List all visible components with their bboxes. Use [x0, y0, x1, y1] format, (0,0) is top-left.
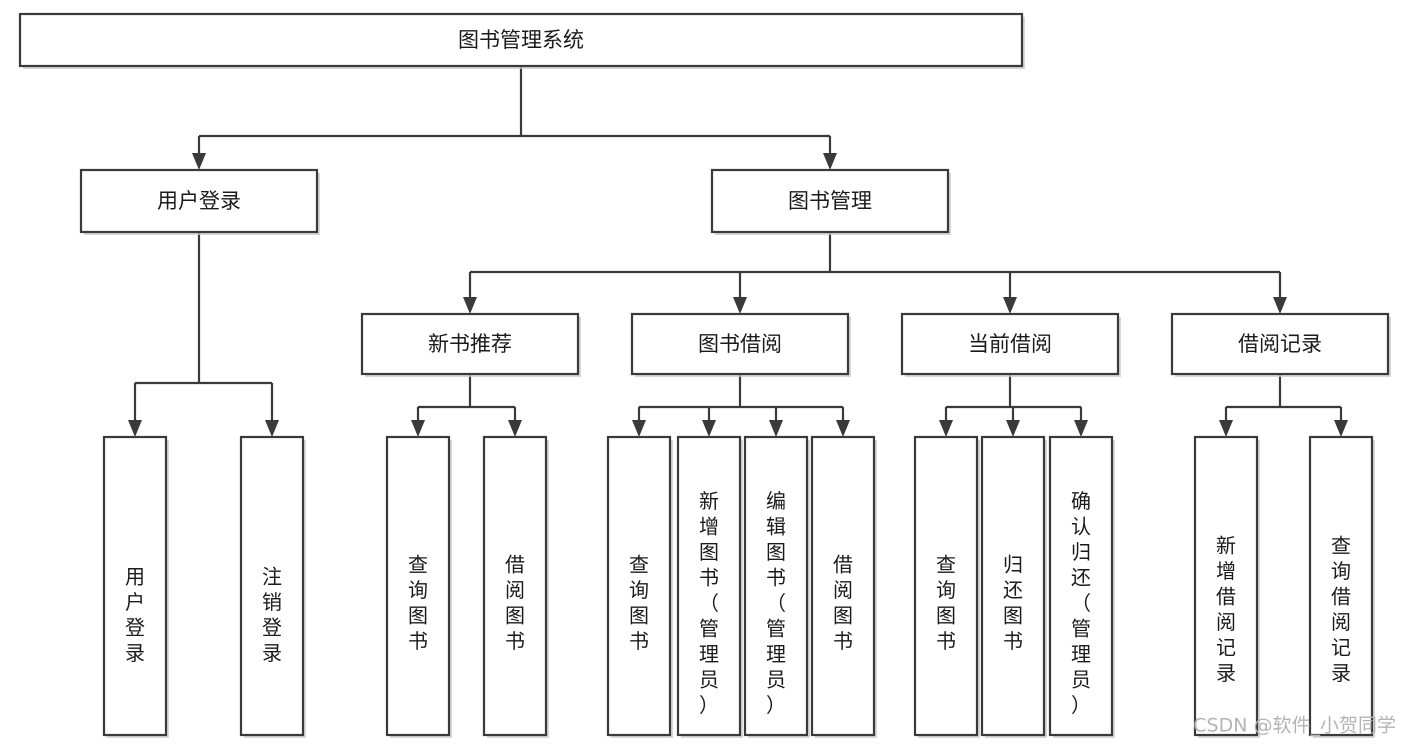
- node-label: 图书管理: [788, 189, 872, 213]
- arrow-head-icon: [1074, 420, 1088, 437]
- connector-group-user-login-to-leaves: [133, 232, 274, 421]
- node-current-borrow[interactable]: 当前借阅: [900, 312, 1121, 377]
- node-rect[interactable]: [1193, 435, 1259, 737]
- arrow-head-icon: [128, 420, 142, 437]
- arrow-head-icon: [702, 420, 716, 437]
- node-label: 确认归还（管理员）: [1071, 489, 1091, 717]
- node-leaf-query-book-current[interactable]: 查询图书: [913, 435, 980, 738]
- node-leaf-borrow-book[interactable]: 借阅图书: [810, 435, 877, 738]
- node-rect[interactable]: [710, 168, 950, 234]
- node-label: 新书推荐: [428, 332, 512, 356]
- node-label: 归还图书: [1003, 553, 1023, 654]
- node-label: 新增图书（管理员）: [699, 489, 719, 717]
- connector-group-borrow-records-to-leaves: [1224, 374, 1343, 421]
- node-leaf-query-borrow-record[interactable]: 查询借阅记录: [1308, 435, 1375, 738]
- node-label: 借阅记录: [1238, 332, 1322, 356]
- node-rect[interactable]: [18, 12, 1024, 68]
- node-leaf-borrow-book-recommend[interactable]: 借阅图书: [482, 435, 549, 738]
- node-book-management[interactable]: 图书管理: [710, 168, 951, 235]
- node-label: 用户登录: [157, 189, 241, 213]
- arrow-head-icon: [463, 297, 477, 314]
- arrow-head-icon: [632, 420, 646, 437]
- arrow-head-icon: [411, 420, 425, 437]
- connector-group-book-management-to-level3: [468, 232, 1282, 298]
- node-rect[interactable]: [79, 168, 319, 234]
- node-leaf-logout[interactable]: 注销登录: [239, 435, 306, 738]
- node-leaf-add-borrow-record[interactable]: 新增借阅记录: [1193, 435, 1260, 738]
- watermark-label: CSDN @软件_小贺同学: [1193, 715, 1396, 737]
- connector-group-current-borrow-to-leaves: [944, 374, 1083, 421]
- node-rect[interactable]: [102, 435, 168, 737]
- node-rect[interactable]: [743, 435, 809, 737]
- node-label: 借阅图书: [505, 553, 525, 654]
- node-rect[interactable]: [1048, 435, 1114, 737]
- node-rect[interactable]: [239, 435, 305, 737]
- node-book-borrow[interactable]: 图书借阅: [630, 312, 851, 377]
- arrow-head-icon: [1003, 297, 1017, 314]
- node-leaf-add-book-admin[interactable]: 新增图书（管理员）: [676, 435, 743, 738]
- node-label: 查询借阅记录: [1331, 534, 1351, 686]
- node-leaf-query-book-recommend[interactable]: 查询图书: [385, 435, 452, 738]
- node-rect[interactable]: [810, 435, 876, 737]
- node-leaf-return-book[interactable]: 归还图书: [980, 435, 1047, 738]
- node-rect[interactable]: [606, 435, 672, 737]
- arrow-head-icon: [733, 297, 747, 314]
- connector-group-new-book-recommend-to-leaves: [416, 374, 517, 421]
- node-user-login[interactable]: 用户登录: [79, 168, 320, 235]
- arrow-head-icon: [823, 153, 837, 170]
- arrow-head-icon: [836, 420, 850, 437]
- node-layer: 图书管理系统用户登录图书管理新书推荐图书借阅当前借阅借阅记录用户登录注销登录查询…: [18, 12, 1391, 738]
- node-root[interactable]: 图书管理系统: [18, 12, 1025, 69]
- node-leaf-query-book-borrow[interactable]: 查询图书: [606, 435, 673, 738]
- arrow-head-icon: [939, 420, 953, 437]
- connector-layer: [128, 66, 1348, 437]
- node-label: 用户登录: [125, 565, 145, 666]
- node-label: 当前借阅: [968, 332, 1052, 356]
- node-label: 新增借阅记录: [1216, 534, 1236, 686]
- node-label: 图书管理系统: [458, 28, 584, 52]
- arrow-head-icon: [1273, 297, 1287, 314]
- arrow-head-icon: [1334, 420, 1348, 437]
- node-rect[interactable]: [385, 435, 451, 737]
- node-rect[interactable]: [913, 435, 979, 737]
- node-rect[interactable]: [900, 312, 1120, 376]
- node-label: 查询图书: [408, 553, 428, 654]
- node-label: 编辑图书（管理员）: [766, 489, 786, 717]
- node-leaf-confirm-return-admin[interactable]: 确认归还（管理员）: [1048, 435, 1115, 738]
- node-rect[interactable]: [1308, 435, 1374, 737]
- arrow-head-icon: [192, 153, 206, 170]
- connector-group-book-borrow-to-leaves: [637, 374, 845, 421]
- node-label: 查询图书: [629, 553, 649, 654]
- node-label: 查询图书: [936, 553, 956, 654]
- node-leaf-edit-book-admin[interactable]: 编辑图书（管理员）: [743, 435, 810, 738]
- node-label: 借阅图书: [833, 553, 853, 654]
- arrow-head-icon: [1006, 420, 1020, 437]
- node-rect[interactable]: [630, 312, 850, 376]
- node-rect[interactable]: [482, 435, 548, 737]
- arrow-head-icon: [769, 420, 783, 437]
- node-borrow-records[interactable]: 借阅记录: [1170, 312, 1391, 377]
- node-rect[interactable]: [1170, 312, 1390, 376]
- node-label: 注销登录: [262, 565, 282, 666]
- node-rect[interactable]: [360, 312, 580, 376]
- node-rect[interactable]: [676, 435, 742, 737]
- arrow-head-icon: [265, 420, 279, 437]
- arrow-head-icon: [508, 420, 522, 437]
- connector-group-root-to-level2: [197, 66, 832, 154]
- node-rect[interactable]: [980, 435, 1046, 737]
- node-label: 图书借阅: [698, 332, 782, 356]
- node-new-book-recommend[interactable]: 新书推荐: [360, 312, 581, 377]
- arrow-head-icon: [1219, 420, 1233, 437]
- node-leaf-user-login[interactable]: 用户登录: [102, 435, 169, 738]
